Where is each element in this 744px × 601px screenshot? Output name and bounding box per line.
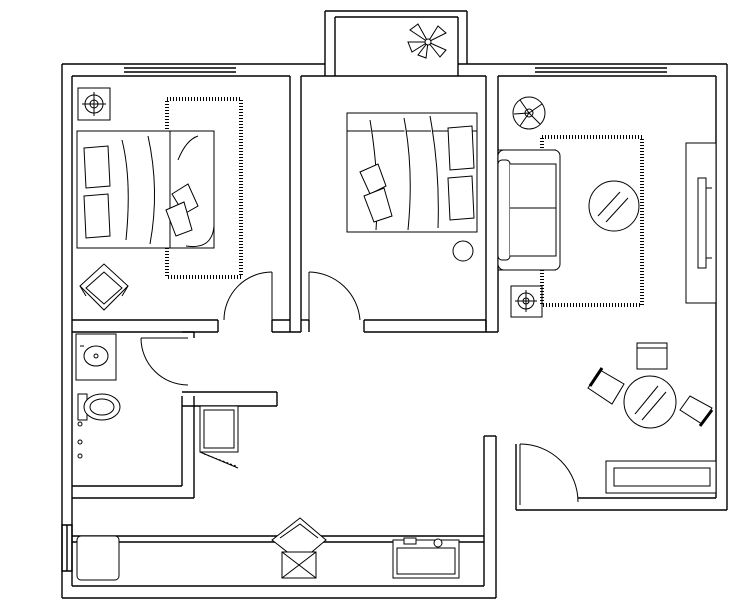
tv-cabinet-icon bbox=[686, 143, 716, 303]
area-rug-icon bbox=[542, 137, 642, 305]
balcony-plant-icon bbox=[408, 24, 446, 58]
kitchen-counter bbox=[77, 536, 119, 580]
nightstand-lamp-icon bbox=[511, 286, 542, 317]
sink-icon bbox=[76, 334, 116, 380]
sofa-icon bbox=[498, 150, 560, 270]
floor-drain-icon bbox=[78, 422, 82, 458]
toilet-icon bbox=[78, 394, 120, 420]
wardrobe-icon bbox=[200, 406, 238, 468]
outer-walls bbox=[62, 64, 727, 598]
bedside-stool-icon bbox=[453, 241, 473, 261]
kitchen-stove-icon bbox=[393, 538, 459, 578]
balcony bbox=[325, 11, 467, 76]
dining-chair-icon bbox=[272, 518, 326, 578]
nightstand-lamp-icon bbox=[78, 88, 110, 120]
dining-chair-icon bbox=[588, 343, 712, 426]
shoe-cabinet-icon bbox=[606, 461, 716, 493]
bed-middle-icon bbox=[347, 113, 477, 232]
plant-pot-icon bbox=[513, 97, 545, 129]
door-swing-icon bbox=[141, 272, 578, 505]
bed-left-icon bbox=[77, 131, 214, 248]
armchair-icon bbox=[80, 264, 128, 310]
coffee-table-icon bbox=[589, 181, 639, 231]
dining-table-icon bbox=[624, 376, 676, 428]
